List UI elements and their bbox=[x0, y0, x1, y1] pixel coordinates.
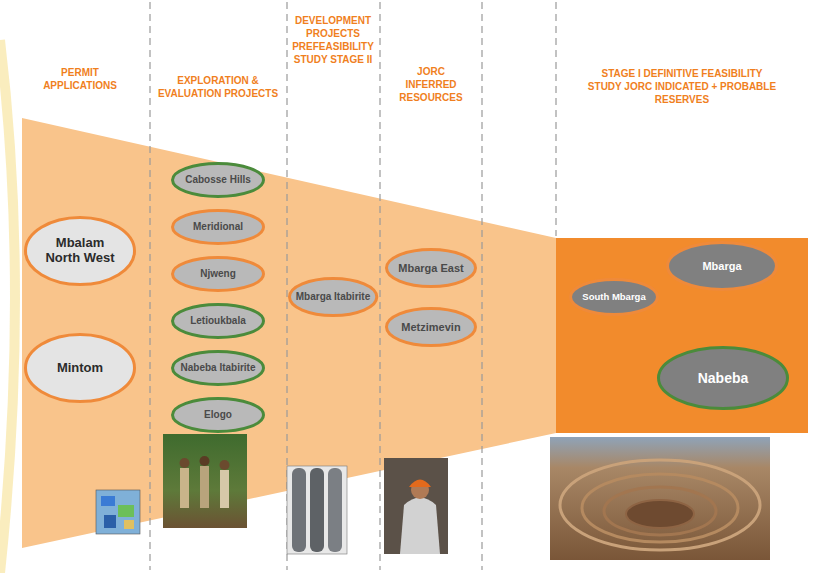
ellipse-text-area: Mbalam North West bbox=[24, 216, 136, 286]
person-head bbox=[200, 456, 210, 466]
map-thumbnail bbox=[96, 490, 140, 534]
project-name: Mbarga bbox=[702, 260, 741, 273]
column-header: PERMIT APPLICATIONS bbox=[30, 66, 130, 92]
person-figure bbox=[200, 466, 209, 508]
photo-ground bbox=[550, 437, 770, 560]
hard-hat bbox=[409, 480, 431, 488]
project-name: Mbarga East bbox=[398, 262, 463, 275]
ellipse-text-area: Mbarga Itabirite bbox=[288, 277, 378, 317]
core-cylinder bbox=[310, 468, 324, 552]
ellipse-text-area: Cabosse Hills bbox=[171, 162, 265, 198]
ellipse-text-area: Nabeba Itabirite bbox=[171, 350, 265, 386]
ellipse-shape bbox=[668, 243, 777, 290]
ellipse-shape bbox=[26, 218, 135, 285]
project-name: Metzimevin bbox=[401, 321, 460, 334]
project-name: Mbalam North West bbox=[37, 236, 123, 266]
project-ellipse: Nabeba Itabirite bbox=[171, 350, 265, 386]
separator-line bbox=[481, 2, 482, 570]
project-name: Cabosse Hills bbox=[185, 174, 251, 186]
pit-terrace bbox=[582, 474, 738, 542]
project-name: Mintom bbox=[57, 361, 103, 376]
open-pit-photo bbox=[550, 437, 770, 560]
map-block bbox=[118, 505, 134, 517]
ellipse-shape bbox=[173, 211, 264, 244]
ellipse-shape bbox=[289, 279, 376, 316]
ellipse-shape bbox=[387, 309, 476, 346]
photo-ground bbox=[163, 434, 247, 528]
person-head bbox=[180, 458, 190, 468]
ellipse-text-area: Meridional bbox=[171, 209, 265, 245]
pit-floor bbox=[626, 500, 694, 528]
project-ellipse: Mbalam North West bbox=[24, 216, 136, 286]
core-cylinder bbox=[292, 468, 306, 552]
photo-ground bbox=[384, 458, 448, 554]
core-cylinder bbox=[328, 468, 342, 552]
project-name: Nabeba bbox=[698, 370, 749, 386]
stage-one-panel bbox=[556, 238, 808, 433]
project-ellipse: Cabosse Hills bbox=[171, 162, 265, 198]
project-ellipse: Metzimevin bbox=[385, 307, 477, 347]
column-header: DEVELOPMENT PROJECTS PREFEASIBILITY STUD… bbox=[288, 14, 378, 66]
photo-ground bbox=[287, 466, 347, 554]
ellipse-shape bbox=[26, 335, 135, 402]
geologist-photo bbox=[384, 458, 448, 554]
column-header: EXPLORATION & EVALUATION PROJECTS bbox=[154, 74, 282, 100]
project-ellipse: Nabeba bbox=[657, 346, 789, 410]
person-figure bbox=[180, 468, 189, 508]
ellipse-text-area: Mintom bbox=[24, 333, 136, 403]
ellipse-text-area: Metzimevin bbox=[385, 307, 477, 347]
project-name: Nabeba Itabirite bbox=[180, 362, 255, 374]
column-header: JORC INFERRED RESOURCES bbox=[394, 65, 468, 104]
project-name: Njweng bbox=[200, 268, 236, 280]
edge-glow bbox=[0, 40, 15, 573]
project-ellipse: Mintom bbox=[24, 333, 136, 403]
ellipse-shape bbox=[659, 348, 788, 409]
person-figure bbox=[220, 470, 229, 508]
ellipse-shape bbox=[173, 258, 264, 291]
person-body bbox=[400, 498, 440, 555]
drill-core-photo bbox=[287, 466, 347, 554]
project-ellipse: Mbarga bbox=[666, 241, 778, 291]
project-ellipse: Njweng bbox=[171, 256, 265, 292]
map-ground bbox=[96, 490, 140, 534]
ellipse-shape bbox=[387, 250, 476, 287]
separator-line bbox=[149, 2, 150, 570]
ellipse-text-area: Njweng bbox=[171, 256, 265, 292]
project-ellipse: South Mbarga bbox=[569, 278, 659, 316]
field-photo bbox=[163, 434, 247, 528]
ellipse-shape bbox=[571, 280, 658, 315]
ellipse-shape bbox=[173, 164, 264, 197]
separator-line bbox=[555, 2, 556, 236]
project-ellipse: Mbarga East bbox=[385, 248, 477, 288]
person-head bbox=[220, 460, 230, 470]
project-ellipse: Mbarga Itabirite bbox=[288, 277, 378, 317]
ellipse-text-area: Nabeba bbox=[657, 346, 789, 410]
ellipse-text-area: South Mbarga bbox=[569, 278, 659, 316]
project-name: South Mbarga bbox=[582, 292, 645, 303]
project-ellipse: Meridional bbox=[171, 209, 265, 245]
ellipse-text-area: Mbarga bbox=[666, 241, 778, 291]
project-name: Elogo bbox=[204, 409, 232, 421]
column-header: STAGE I DEFINITIVE FEASIBILITY STUDY JOR… bbox=[587, 67, 777, 106]
project-ellipse: Elogo bbox=[171, 397, 265, 433]
ellipse-shape bbox=[173, 352, 264, 385]
separator-line bbox=[379, 2, 380, 570]
ellipse-shape bbox=[173, 305, 264, 338]
pit-terrace bbox=[560, 460, 760, 550]
ellipse-text-area: Mbarga East bbox=[385, 248, 477, 288]
project-name: Meridional bbox=[193, 221, 243, 233]
ellipse-text-area: Elogo bbox=[171, 397, 265, 433]
project-name: Letioukbala bbox=[190, 315, 246, 327]
map-block bbox=[104, 515, 116, 528]
pit-terrace bbox=[604, 487, 716, 535]
map-block bbox=[101, 496, 115, 506]
ellipse-text-area: Letioukbala bbox=[171, 303, 265, 339]
column-separators bbox=[150, 2, 556, 570]
map-block bbox=[124, 520, 134, 529]
project-name: Mbarga Itabirite bbox=[296, 291, 370, 303]
project-ellipse: Letioukbala bbox=[171, 303, 265, 339]
ellipse-shape bbox=[173, 399, 264, 432]
